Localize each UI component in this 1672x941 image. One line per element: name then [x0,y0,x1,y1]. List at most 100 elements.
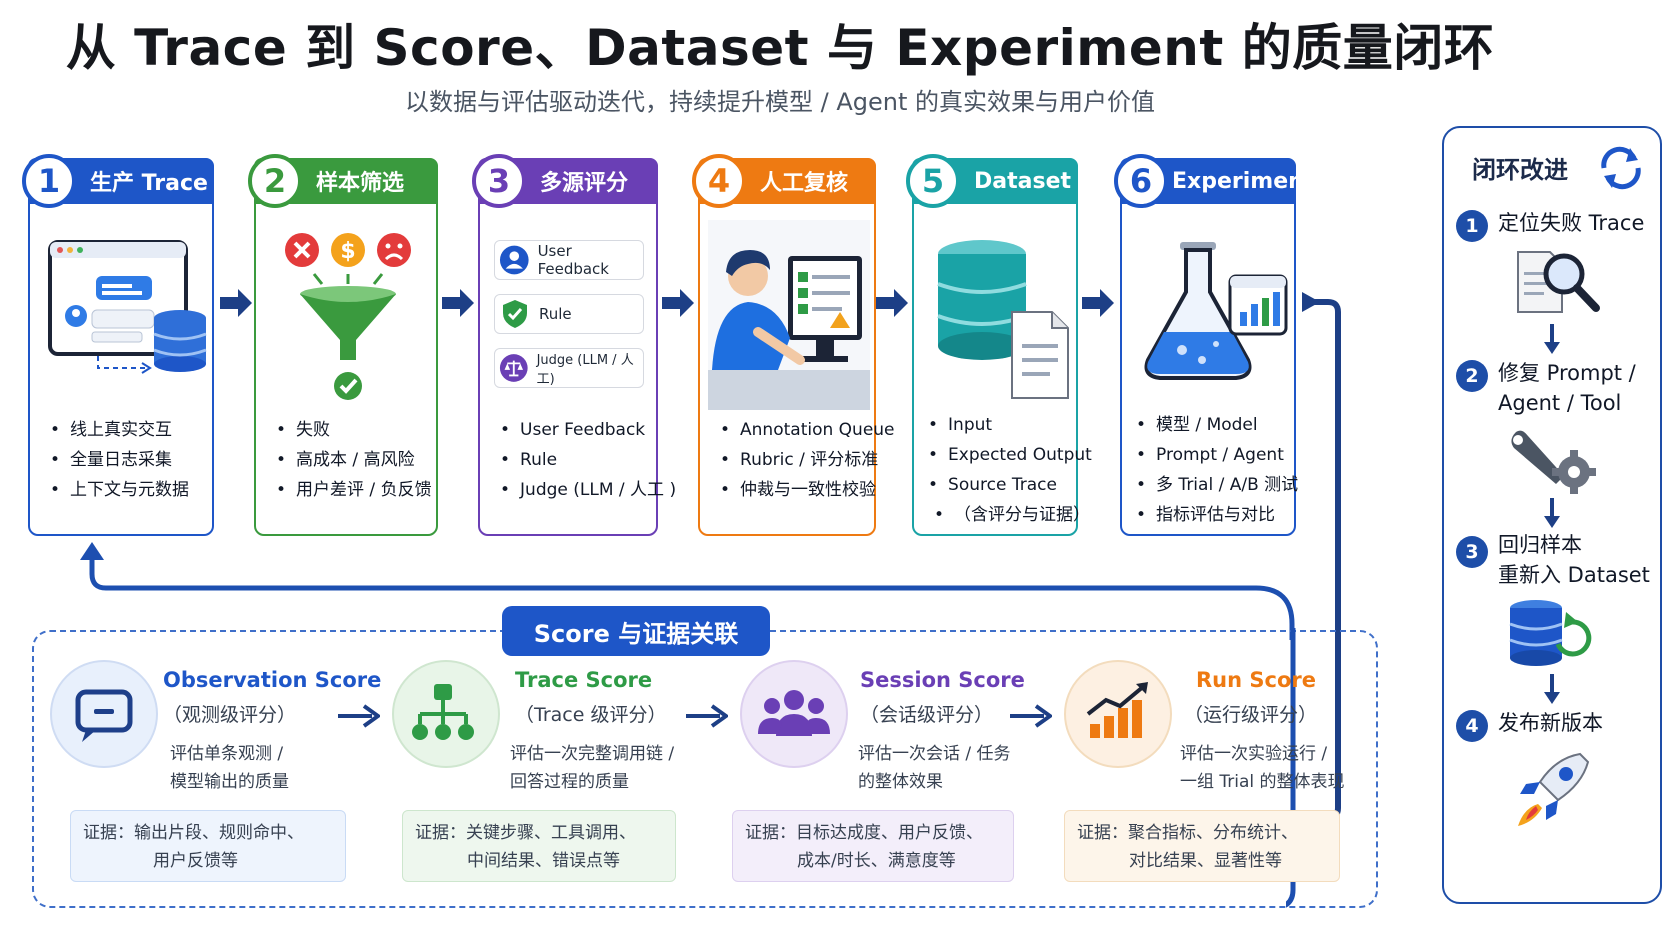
score-title: Observation Score [163,668,382,692]
evidence-box: 证据：目标达成度、用户反馈、 成本/时长、满意度等 [732,810,1014,882]
bullet-item: 仲裁与一致性校验 [720,475,876,505]
evidence-box: 证据：关键步骤、工具调用、 中间结果、错误点等 [402,810,676,882]
score-subtitle: （会话级评分） [860,704,994,726]
loop-step-number: 1 [1456,210,1488,242]
desc-line: 模型输出的质量 [170,772,289,792]
right-arrow-icon [1082,289,1114,317]
chip-label: User Feedback [537,242,609,278]
desc-line: 评估单条观测 / [170,744,284,764]
loop-step-number: 3 [1456,536,1488,568]
bullet-item: 多 Trial / A/B 测试 [1136,470,1298,500]
desc-line: 一组 Trial 的整体表现 [1180,772,1345,792]
evidence-box: 证据：输出片段、规则命中、 用户反馈等 [70,810,346,882]
stage-card-experiment: 6 Experiment 模型 / Model Prompt / Agent 多… [1114,154,1314,536]
stage-number-badge: 4 [692,154,746,208]
loop-step-label: 定位失败 Trace [1498,211,1645,235]
svg-text:$: $ [340,239,355,264]
stage-number-badge: 2 [248,154,302,208]
loop-panel-title: 闭环改进 [1472,156,1568,184]
score-description: 评估单条观测 / 模型输出的质量 [170,740,289,796]
bullet-item: 线上真实交互 [50,415,204,445]
chip-label: Rule [539,305,572,323]
desc-line: 评估一次会话 / 任务 [858,744,1011,764]
flask-chart-icon [1144,242,1288,380]
database-refresh-icon [1509,600,1592,666]
refresh-cycle-icon [1601,146,1641,190]
rocket-icon [1518,752,1590,826]
bullet-item: Input [928,410,1068,440]
evidence-line: 成本/时长、满意度等 [797,851,956,871]
database-document-icon [937,240,1069,399]
bullet-item: Judge (LLM / 人工 ) [500,475,676,505]
session-score-badge [740,660,848,768]
shield-check-icon [503,300,527,328]
evidence-line: 对比结果、显著性等 [1129,851,1282,871]
evidence-line: 中间结果、错误点等 [467,851,620,871]
score-subtitle: （运行级评分） [1184,704,1318,726]
stage-bullet-list: 模型 / Model Prompt / Agent 多 Trial / A/B … [1136,410,1298,530]
stage-card-production-trace: 1 生产 Trace 线上真实交互 全量日志采集 上下文与元数据 [22,154,214,536]
feedback-return-arrow [80,542,1295,640]
bullet-note: （含评分与证据） [928,500,1090,530]
score-source-chip: Judge (LLM / 人工) [494,348,644,388]
bullet-item: Annotation Queue [720,415,894,445]
funnel-filter-icon: $ [285,233,411,400]
user-icon [499,245,529,275]
monitor-chat-database-icon [48,240,207,374]
chip-label: Judge (LLM / 人工) [536,353,634,387]
score-source-chip: User Feedback [494,240,644,280]
right-arrow-icon [338,704,380,728]
observation-score-badge [50,660,158,768]
down-arrow-icon [1544,674,1560,704]
document-magnifier-icon [1517,251,1600,313]
score-source-chip: Rule [494,294,644,334]
score-box-right-border [1286,628,1296,908]
bullet-item: 失败 [276,415,428,445]
right-arrow-icon [662,289,694,317]
bullet-item: Source Trace [928,470,1068,500]
bullet-item: Rubric / 评分标准 [720,445,878,475]
stage-number-badge: 6 [1114,154,1168,208]
bullet-item: 指标评估与对比 [1136,500,1286,530]
right-arrow-icon [876,289,908,317]
evidence-box: 证据：聚合指标、分布统计、 对比结果、显著性等 [1064,810,1340,882]
score-section-banner: Score 与证据关联 [502,606,770,656]
score-description: 评估一次实验运行 / 一组 Trial 的整体表现 [1180,740,1345,796]
evidence-line: 用户反馈等 [153,851,238,871]
score-description: 评估一次完整调用链 / 回答过程的质量 [510,740,674,796]
evidence-line: 证据：输出片段、规则命中、 [83,823,304,843]
trace-score-badge [392,660,500,768]
loop-step-number: 4 [1456,710,1488,742]
stage-bullet-list: Input Expected Output Source Trace （含评分与… [928,410,1092,530]
scales-icon [499,354,528,382]
bullet-item: 全量日志采集 [50,445,204,475]
score-title: Session Score [860,668,1025,692]
user-group-icon [758,690,830,736]
page-subtitle: 以数据与评估驱动迭代，持续提升模型 / Agent 的真实效果与用户价值 [404,88,1155,116]
stage-bullet-list: 线上真实交互 全量日志采集 上下文与元数据 [50,415,204,505]
stage-bullet-list: User Feedback Rule Judge (LLM / 人工 ) [500,415,676,505]
tree-structure-icon [412,684,474,740]
down-arrow-icon [1544,498,1560,528]
bullet-item: 高成本 / 高风险 [276,445,428,475]
closed-loop-panel: 闭环改进 1 定位失败 Trace 2 修复 Prompt / Agent / … [1442,126,1662,904]
loop-step-label: 修复 Prompt / [1498,361,1636,385]
stage-card-dataset: 5 Dataset Input Expected Output Source T… [906,154,1092,536]
bullet-item: Expected Output [928,440,1092,470]
bullet-item: 用户差评 / 负反馈 [276,475,432,505]
bullet-item: Rule [500,445,648,475]
loop-step-label: 重新入 Dataset [1498,563,1650,587]
bullet-item: Prompt / Agent [1136,440,1286,470]
bullet-item: User Feedback [500,415,648,445]
run-score-badge [1064,660,1172,768]
chat-bubble-icon [75,689,133,742]
score-description: 评估一次会话 / 任务 的整体效果 [858,740,1011,796]
evidence-line: 证据：目标达成度、用户反馈、 [745,823,983,843]
evidence-line: 证据：聚合指标、分布统计、 [1077,823,1298,843]
desc-line: 回答过程的质量 [510,772,629,792]
stage-bullet-list: 失败 高成本 / 高风险 用户差评 / 负反馈 [276,415,432,505]
stage-number-badge: 5 [906,154,960,208]
stage-card-sample-filtering: 2 样本筛选 $ 失败 高成本 / 高风险 用户差评 / 负反馈 [248,154,438,536]
stage-number-badge: 3 [472,154,526,208]
right-arrow-icon [442,289,474,317]
